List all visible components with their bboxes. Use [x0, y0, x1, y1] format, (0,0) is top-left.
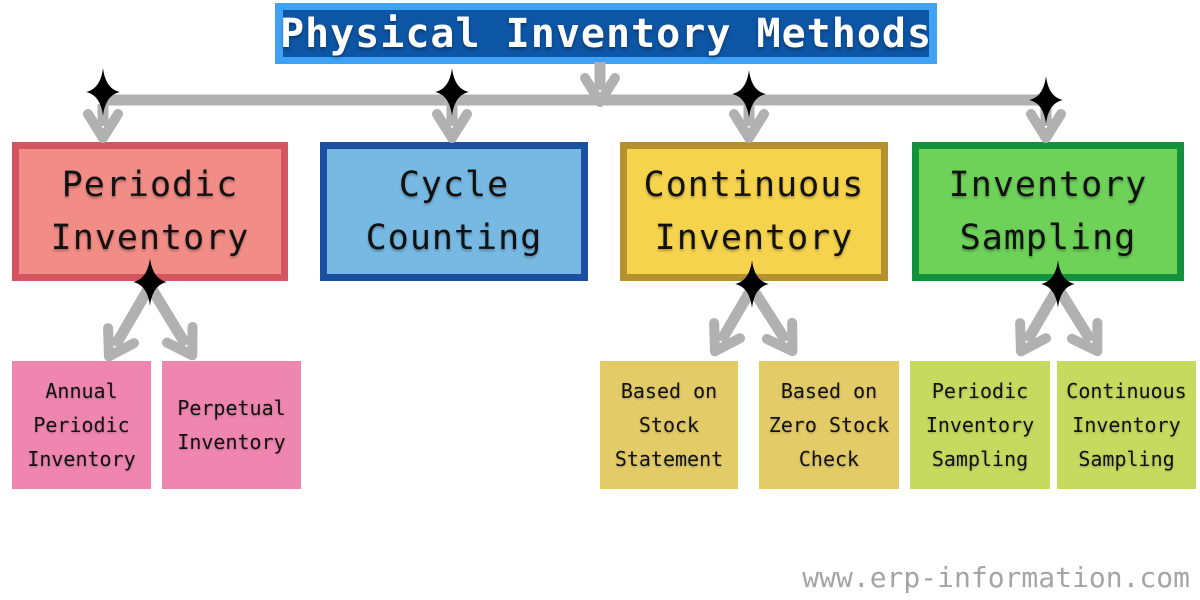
arrow-to-based-on-stock-statement: [709, 285, 757, 357]
subtype-label: Annual Periodic Inventory: [27, 379, 136, 471]
arrow-to-periodic-inventory-sampling: [1015, 285, 1063, 357]
arrow-to-annual-periodic-inventory: [103, 283, 155, 362]
subtype-label: Continuous Inventory Sampling: [1066, 379, 1187, 471]
method-label: Cycle Counting: [365, 165, 543, 258]
sparkle-icon: [1029, 76, 1063, 124]
subtype-box-based-on-zero-stock-check: Based on Zero Stock Check: [759, 361, 899, 489]
subtype-label: Periodic Inventory Sampling: [925, 379, 1035, 471]
arrow-to-perpetual-inventory: [145, 283, 198, 361]
sparkle-icon: [732, 70, 766, 118]
subtype-box-based-on-stock-statement: Based on Stock Statement: [600, 361, 738, 489]
method-box-continuous-inventory: Continuous Inventory: [620, 142, 888, 281]
subtype-label: Perpetual Inventory: [177, 396, 286, 454]
subtype-box-perpetual-inventory: Perpetual Inventory: [162, 361, 301, 489]
title-box: Physical Inventory Methods: [275, 3, 937, 64]
page-title: Physical Inventory Methods: [279, 10, 933, 57]
sparkle-icon: [435, 68, 469, 116]
arrow-to-continuous-inventory-sampling: [1053, 285, 1103, 357]
method-label: Continuous Inventory: [643, 165, 865, 258]
method-label: Periodic Inventory: [50, 165, 250, 258]
subtype-box-continuous-inventory-sampling: Continuous Inventory Sampling: [1057, 361, 1196, 489]
subtype-box-periodic-inventory-sampling: Periodic Inventory Sampling: [910, 361, 1050, 489]
sparkle-icon: [86, 68, 120, 116]
method-label: Inventory Sampling: [948, 165, 1148, 258]
arrow-to-based-on-zero-stock-check: [747, 285, 798, 357]
method-box-inventory-sampling: Inventory Sampling: [912, 142, 1184, 281]
subtype-label: Based on Stock Statement: [614, 379, 724, 471]
method-box-cycle-counting: Cycle Counting: [320, 142, 588, 281]
subtype-label: Based on Zero Stock Check: [768, 379, 890, 471]
method-box-periodic-inventory: Periodic Inventory: [12, 142, 288, 281]
subtype-box-annual-periodic-inventory: Annual Periodic Inventory: [12, 361, 151, 489]
watermark: www.erp-information.com: [802, 561, 1190, 594]
